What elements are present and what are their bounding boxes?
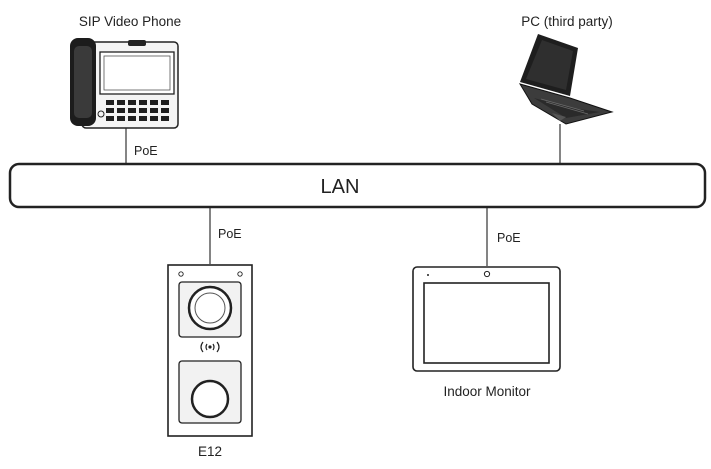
indoor-monitor-label: Indoor Monitor [443, 384, 531, 399]
lan-label: LAN [321, 176, 360, 198]
e12-poe-label: PoE [218, 227, 242, 241]
indoor-monitor-icon [412, 266, 561, 372]
phone-poe-label: PoE [134, 144, 158, 158]
sip-video-phone-icon [70, 38, 179, 129]
sip-video-phone-label: SIP Video Phone [79, 14, 181, 29]
e12-label: E12 [198, 444, 222, 459]
monitor-poe-label: PoE [497, 231, 521, 245]
laptop-icon [518, 34, 614, 125]
e12-door-station-icon [167, 264, 253, 437]
pc-label: PC (third party) [521, 14, 613, 29]
lan-bus [8, 162, 707, 209]
